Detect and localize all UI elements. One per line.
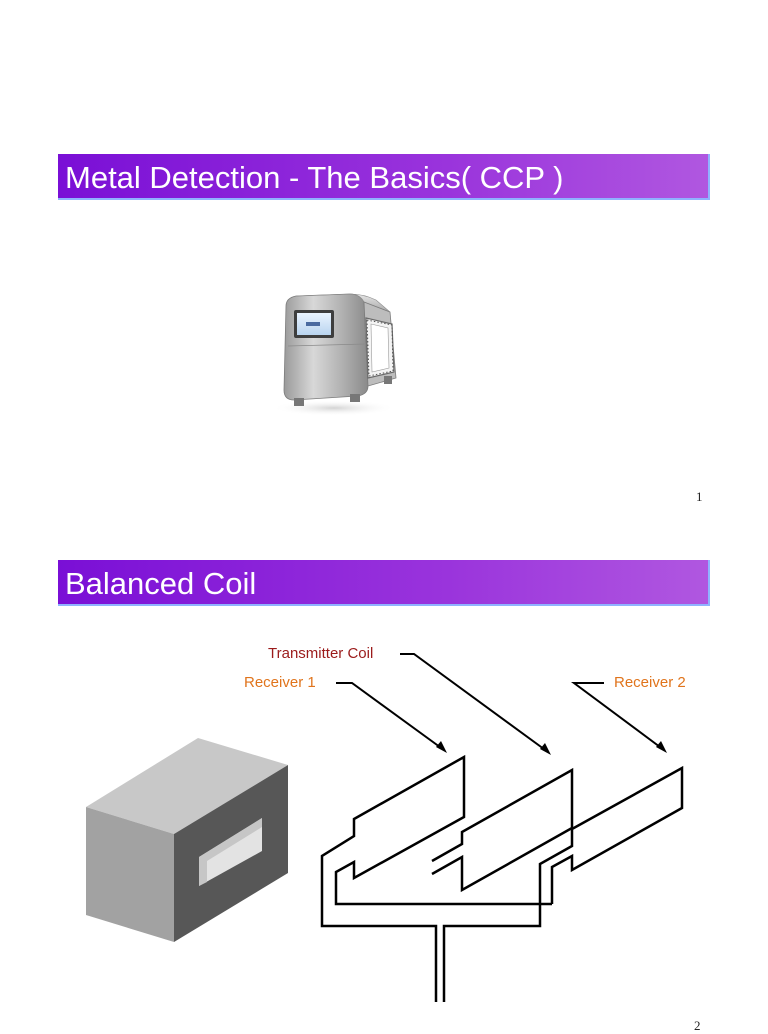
transmitter-coil-label: Transmitter Coil <box>268 645 374 662</box>
slide-1-title-bar: Metal Detection - The Basics( CCP ) <box>58 154 710 200</box>
metal-detector-image <box>272 293 397 416</box>
slide-1-page-number: 1 <box>696 489 703 504</box>
slide-1: Metal Detection - The Basics( CCP ) <box>0 0 768 512</box>
balanced-coil-diagram <box>86 653 684 1002</box>
leader-lines <box>336 653 665 753</box>
slide-1-title: Metal Detection - The Basics( CCP ) <box>65 160 564 195</box>
slide-2-title: Balanced Coil <box>65 566 257 601</box>
slide-2-title-bar: Balanced Coil <box>58 560 710 606</box>
receiver-2-label: Receiver 2 <box>614 674 686 691</box>
receiver-2-coil <box>442 765 684 1002</box>
receiver-1-label: Receiver 1 <box>244 674 316 691</box>
detector-head-box <box>86 738 288 942</box>
slide-2: Balanced Coil <box>0 512 768 1033</box>
slide-2-page-number: 2 <box>694 1018 701 1033</box>
transmitter-coil <box>431 767 574 893</box>
receiver-1-coil <box>320 754 552 1002</box>
